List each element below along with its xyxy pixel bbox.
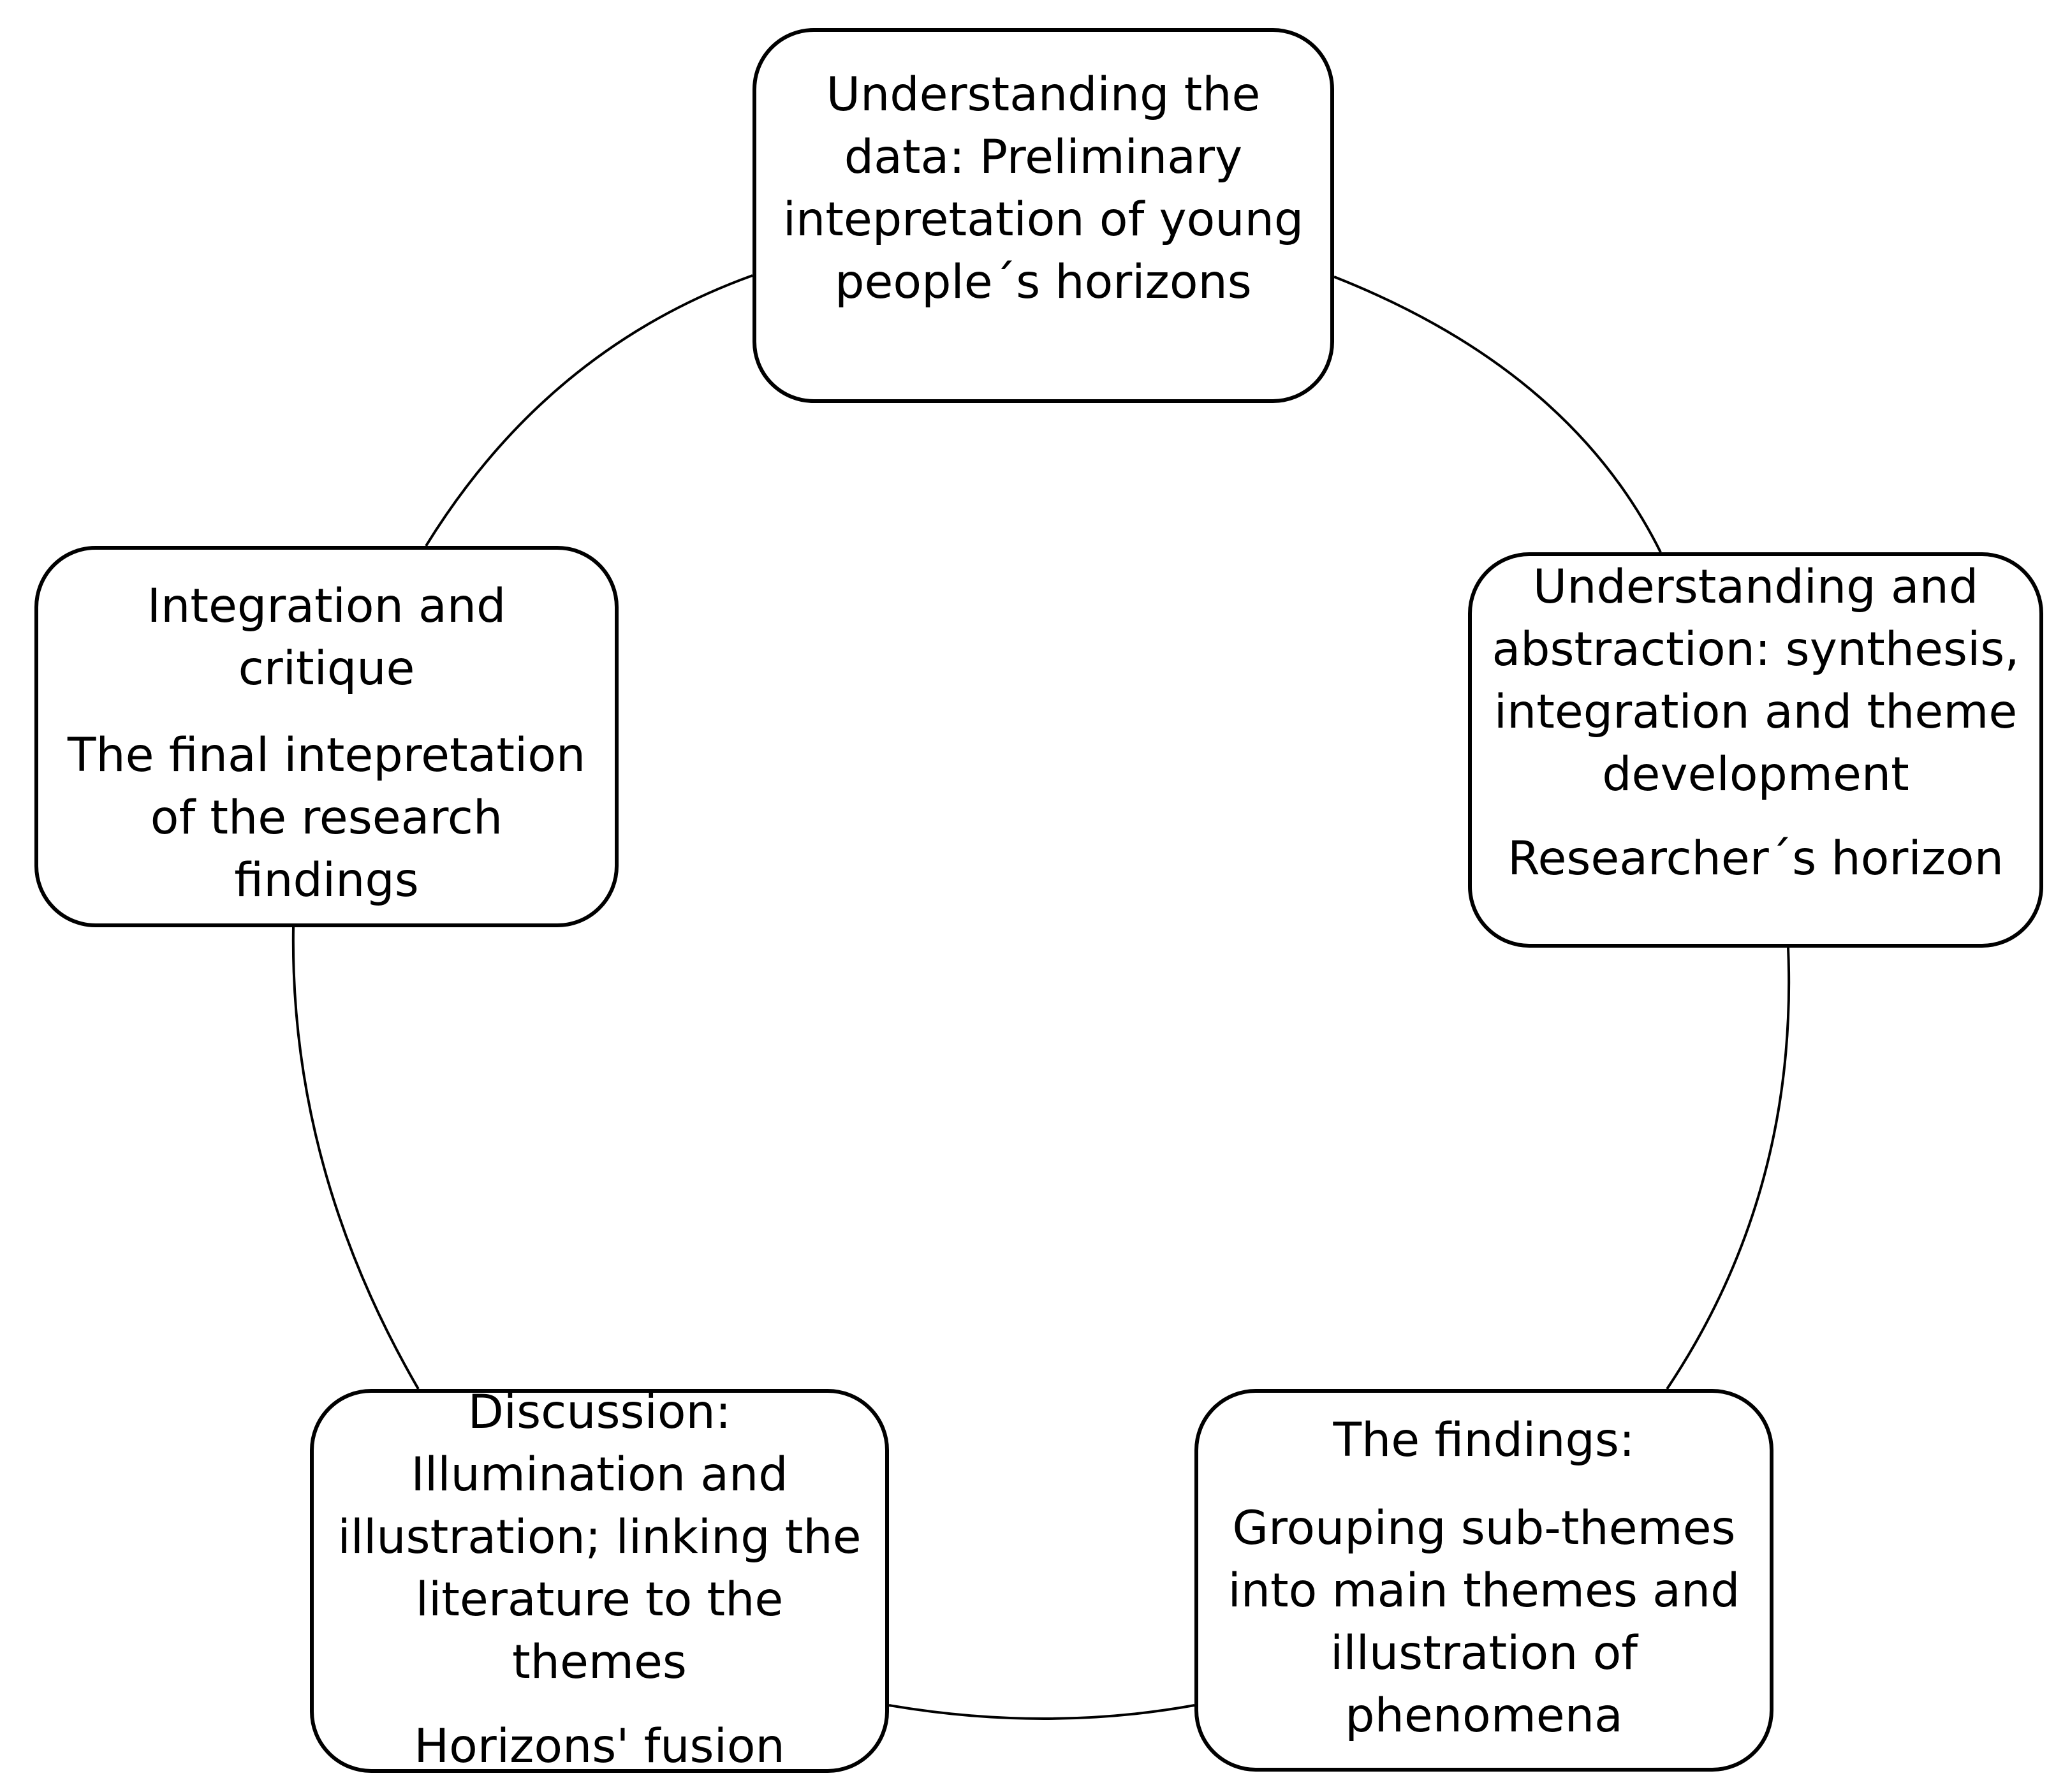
stage-label: Discussion: Illumination and illustratio…	[337, 1389, 862, 1689]
stage-sublabel: The final intepretation of the research …	[67, 728, 586, 907]
stage-label: The findings:	[1333, 1413, 1635, 1467]
stage-label: Understanding the data: Preliminary inte…	[782, 68, 1304, 309]
connector-arc-bottom-left-to-left	[291, 927, 420, 1390]
connector-arc-right-to-bottom-right	[1666, 947, 1791, 1390]
stage-box-understanding-the-data: Understanding the data: Preliminary inte…	[753, 28, 1334, 403]
stage-box-discussion: Discussion: Illumination and illustratio…	[310, 1389, 889, 1773]
stage-sublabel: Researcher´s horizon	[1508, 832, 2004, 886]
connector-arc-top-to-right	[1333, 275, 1662, 553]
stage-box-integration-and-critique: Integration and critique The final intep…	[34, 546, 619, 927]
stage-box-understanding-and-abstraction: Understanding and abstraction: synthesis…	[1468, 552, 2043, 948]
connector-arc-left-to-top	[425, 274, 753, 547]
stage-box-the-findings: The findings: Grouping sub-themes into m…	[1194, 1389, 1773, 1772]
stage-sublabel: Grouping sub-themes into main themes and…	[1228, 1501, 1740, 1743]
stage-sublabel: Horizons' fusion	[414, 1719, 785, 1773]
stage-label: Understanding and abstraction: synthesis…	[1492, 560, 2020, 802]
stage-label: Integration and critique	[147, 579, 506, 696]
connector-arc-bottom-right-to-bottom-left	[888, 1704, 1195, 1720]
